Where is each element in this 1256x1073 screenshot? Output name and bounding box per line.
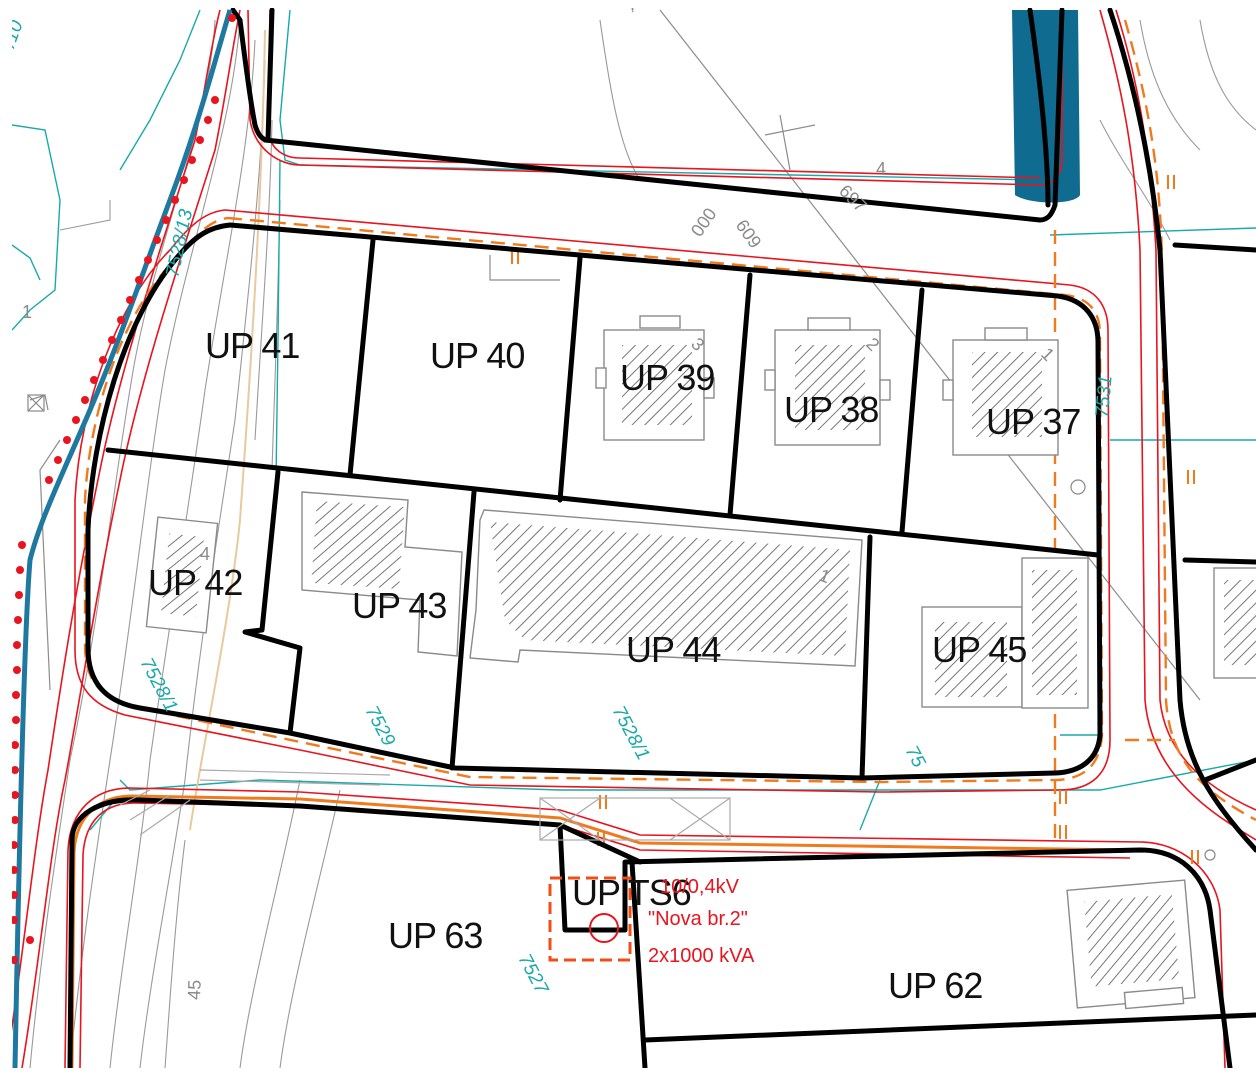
cadastral-number: 7527 (514, 950, 553, 998)
cadastral-number: 75 (901, 742, 930, 771)
small-symbols (27, 394, 1216, 861)
label-up42: UP 42 (148, 562, 242, 603)
annotation-number: 609 (732, 216, 766, 252)
bottom-margin (0, 1068, 1256, 1073)
substation-marker (589, 913, 619, 943)
label-up44: UP 44 (626, 629, 720, 670)
road-edges (12, 9, 1256, 1068)
label-up45: UP 45 (932, 629, 1026, 670)
cadastral-number: 7528/1 (608, 702, 654, 763)
substation-name: "Nova br.2" (648, 908, 748, 930)
substation-voltage: 10/0,4kV (660, 876, 740, 898)
annotation-number: 000 (687, 204, 721, 240)
annotation-number: 697 (835, 181, 870, 216)
tan-path (189, 29, 266, 831)
cadastral-number: 7531 (1092, 374, 1117, 418)
buildings (145, 315, 1256, 1010)
label-up63: UP 63 (388, 915, 482, 956)
substation-labels: 10/0,4kV "Nova br.2" 2x1000 kVA (648, 876, 755, 967)
label-up40: UP 40 (430, 335, 524, 376)
cadastral-number: 7529 (361, 702, 400, 750)
label-up43: UP 43 (352, 585, 446, 626)
left-margin (0, 0, 12, 1073)
label-up-ts6: UP TS6 (572, 872, 691, 913)
water-body (1012, 10, 1080, 203)
substation-capacity: 2x1000 kVA (648, 945, 755, 967)
label-up62: UP 62 (888, 965, 982, 1006)
annotation-number: 1 (22, 302, 32, 322)
annotation-number: 4 (200, 544, 210, 564)
label-up37: UP 37 (986, 401, 1080, 442)
annotation-number: , (630, 0, 635, 14)
hydrant-dots (12, 14, 236, 964)
label-up41: UP 41 (205, 325, 299, 366)
annotation-number: 45 (184, 979, 205, 1000)
road-crossing-structure (119, 769, 731, 841)
parcel-boundaries (67, 8, 1256, 1068)
annotation-number: 4 (876, 159, 886, 179)
substation-boundary (548, 876, 632, 962)
cadastral-numbers: /10 7528/13 7528/1 7529 7528/1 75 7527 7… (12, 17, 1117, 999)
water-main (12, 9, 233, 1068)
label-up38: UP 38 (784, 389, 878, 430)
crossing-marks (511, 175, 1199, 864)
label-up39: UP 39 (620, 357, 714, 398)
parcel-labels: UP 41 UP 40 UP 39 UP 38 UP 37 UP 42 UP 4… (148, 325, 1081, 1006)
cadastral-lines (12, 9, 1256, 831)
